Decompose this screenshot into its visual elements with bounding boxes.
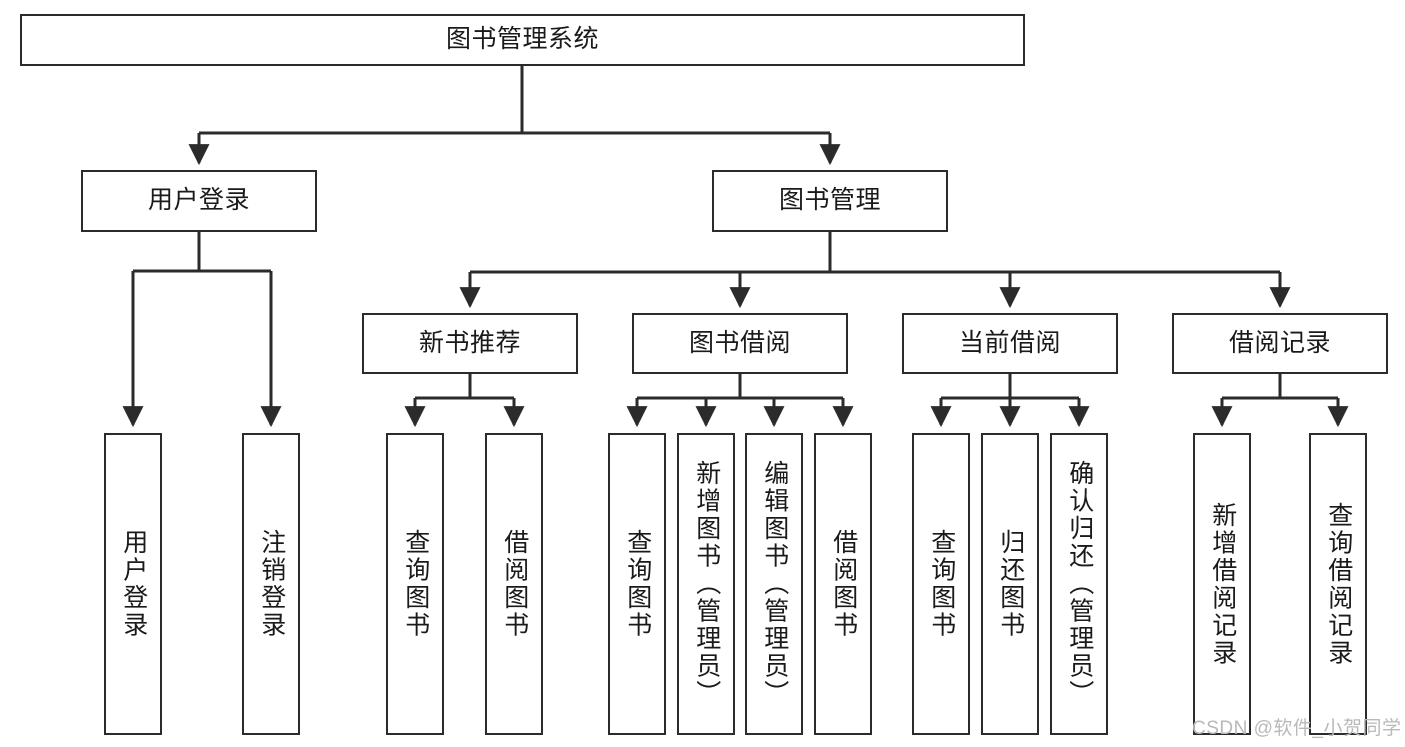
- node-leaf-borrow-book-2[interactable]: 借阅图书: [814, 433, 872, 735]
- node-book-manage-label: 图书管理: [778, 186, 881, 215]
- node-leaf-logout-label: 注销登录: [257, 529, 286, 639]
- node-leaf-query-book-3-label: 查询图书: [927, 529, 956, 639]
- node-leaf-add-borrow-record[interactable]: 新增借阅记录: [1193, 433, 1251, 735]
- node-leaf-logout[interactable]: 注销登录: [242, 433, 300, 735]
- node-book-borrow-label: 图书借阅: [688, 328, 791, 357]
- node-new-book-recommend[interactable]: 新书推荐: [362, 313, 578, 374]
- node-borrow-record[interactable]: 借阅记录: [1172, 313, 1388, 374]
- node-root-label: 图书管理系统: [445, 25, 599, 54]
- node-leaf-query-book-2-label: 查询图书: [623, 529, 652, 639]
- node-current-borrow[interactable]: 当前借阅: [902, 313, 1118, 374]
- node-book-borrow[interactable]: 图书借阅: [632, 313, 848, 374]
- node-leaf-return-book-label: 归还图书: [996, 529, 1025, 639]
- node-leaf-confirm-return-admin-label: 确认归还（管理员）: [1065, 460, 1094, 708]
- node-leaf-add-borrow-record-label: 新增借阅记录: [1208, 501, 1237, 667]
- node-leaf-borrow-book-1[interactable]: 借阅图书: [485, 433, 543, 735]
- node-borrow-record-label: 借阅记录: [1228, 328, 1331, 357]
- node-root[interactable]: 图书管理系统: [20, 14, 1025, 66]
- node-leaf-borrow-book-1-label: 借阅图书: [500, 529, 529, 639]
- node-leaf-user-login-label: 用户登录: [119, 529, 148, 639]
- node-leaf-edit-book-admin[interactable]: 编辑图书（管理员）: [745, 433, 803, 735]
- node-leaf-query-borrow-record[interactable]: 查询借阅记录: [1309, 433, 1367, 735]
- node-leaf-confirm-return-admin[interactable]: 确认归还（管理员）: [1050, 433, 1108, 735]
- node-book-manage[interactable]: 图书管理: [712, 170, 948, 232]
- node-new-book-recommend-label: 新书推荐: [418, 328, 521, 357]
- node-current-borrow-label: 当前借阅: [958, 328, 1061, 357]
- node-leaf-edit-book-admin-label: 编辑图书（管理员）: [760, 460, 789, 708]
- node-leaf-return-book[interactable]: 归还图书: [981, 433, 1039, 735]
- node-user-login[interactable]: 用户登录: [81, 170, 317, 232]
- node-leaf-query-book-2[interactable]: 查询图书: [608, 433, 666, 735]
- node-leaf-add-book-admin[interactable]: 新增图书（管理员）: [677, 433, 735, 735]
- node-leaf-add-book-admin-label: 新增图书（管理员）: [692, 460, 721, 708]
- node-leaf-query-book-1-label: 查询图书: [401, 529, 430, 639]
- node-leaf-user-login[interactable]: 用户登录: [104, 433, 162, 735]
- node-leaf-query-borrow-record-label: 查询借阅记录: [1324, 501, 1353, 667]
- node-leaf-query-book-3[interactable]: 查询图书: [912, 433, 970, 735]
- node-leaf-query-book-1[interactable]: 查询图书: [386, 433, 444, 735]
- node-leaf-borrow-book-2-label: 借阅图书: [829, 529, 858, 639]
- node-user-login-label: 用户登录: [147, 186, 250, 215]
- csdn-watermark: CSDN @软件_小贺同学: [1192, 718, 1402, 739]
